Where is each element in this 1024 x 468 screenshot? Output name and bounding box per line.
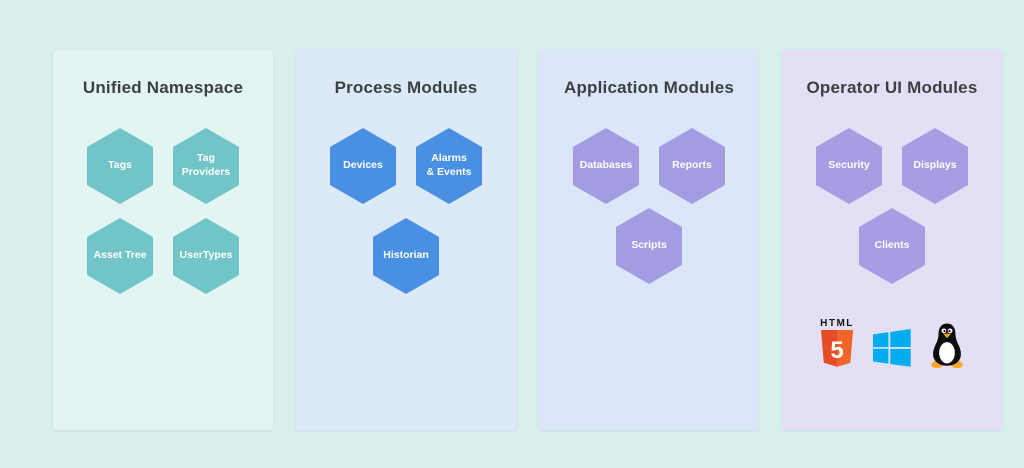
hex-label: Clients [874,239,910,252]
hex-grid: Devices Alarms & Events Historian [296,128,516,294]
hex-label: Databases [579,159,633,172]
hex-tags: Tags [87,128,153,204]
html5-icon: HTML 5 [819,318,855,370]
panel-unified-namespace: Unified Namespace Tags Tag Providers Ass… [53,50,273,430]
hex-row: Asset Tree UserTypes [87,218,239,294]
panel-operator-ui-modules: Operator UI Modules Security Displays Cl… [782,50,1002,430]
hex-row: Devices Alarms & Events [330,128,482,204]
platform-icon-row: HTML 5 [782,318,1002,370]
hex-row: Databases Reports [573,128,725,204]
hex-alarms-events: Alarms & Events [416,128,482,204]
panel-application-modules: Application Modules Databases Reports Sc… [539,50,759,430]
hex-grid: Security Displays Clients [782,128,1002,284]
hex-label: Reports [672,159,712,172]
hex-row: Security Displays [816,128,968,204]
hex-tag-providers: Tag Providers [173,128,239,204]
hex-label: Tag Providers [181,152,231,178]
hex-row: Clients [859,208,925,284]
panel-title: Unified Namespace [82,78,244,97]
hex-label: Alarms & Events [426,152,472,178]
hex-asset-tree: Asset Tree [87,218,153,294]
panel-title: Operator UI Modules [806,78,978,97]
hex-scripts: Scripts [616,208,682,284]
hex-grid: Tags Tag Providers Asset Tree UserTypes [53,128,273,294]
html5-wordmark: HTML [820,318,854,329]
hex-databases: Databases [573,128,639,204]
hex-label: Security [828,159,870,172]
hex-row: Historian [373,218,439,294]
hex-reports: Reports [659,128,725,204]
hex-historian: Historian [373,218,439,294]
hex-label: Historian [383,249,429,262]
hex-clients: Clients [859,208,925,284]
hex-usertypes: UserTypes [173,218,239,294]
hex-label: UserTypes [179,249,233,262]
hex-label: Devices [343,159,383,172]
html5-shield: 5 [821,330,853,367]
hex-row: Tags Tag Providers [87,128,239,204]
hex-row: Scripts [616,208,682,284]
hex-grid: Databases Reports Scripts [539,128,759,284]
hex-devices: Devices [330,128,396,204]
hex-label: Scripts [631,239,667,252]
linux-tux-icon [931,323,963,369]
html5-digit: 5 [830,337,843,364]
panel-process-modules: Process Modules Devices Alarms & Events … [296,50,516,430]
hex-label: Displays [913,159,957,172]
hex-security: Security [816,128,882,204]
windows-icon [873,329,911,367]
panel-title: Process Modules [334,78,478,97]
hex-displays: Displays [902,128,968,204]
panel-title: Application Modules [563,78,735,97]
hex-label: Tags [108,159,132,172]
hex-label: Asset Tree [93,249,147,262]
